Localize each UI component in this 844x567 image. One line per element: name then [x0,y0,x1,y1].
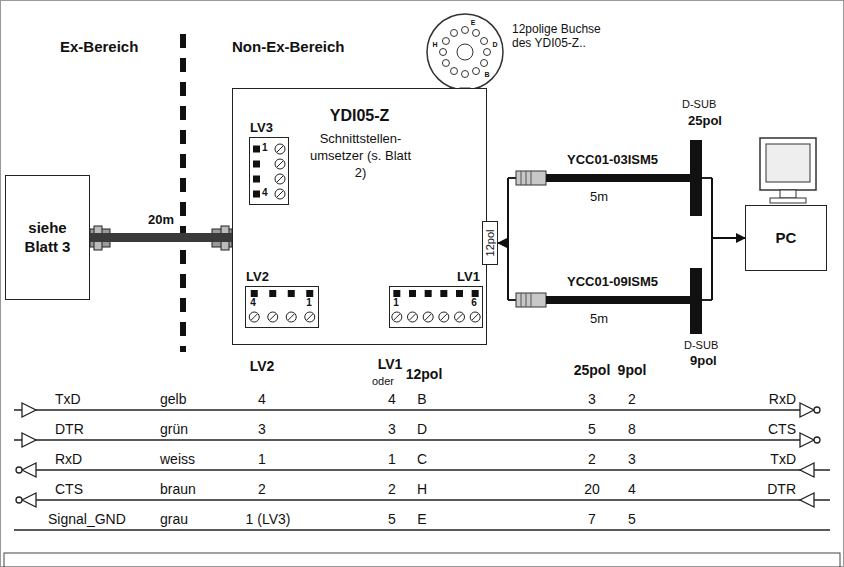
part-label: D-SUB [684,339,718,351]
table-cell: 20 [584,481,600,497]
part-label: 1 [262,142,268,153]
table-cell: B [417,391,426,407]
table-cell: 3 [388,421,396,437]
node-title: LV3 [250,120,273,135]
table-cell: E [417,511,426,527]
table-cell: 8 [628,421,636,437]
part-label: Non-Ex-Bereich [232,38,345,55]
part-label: Ex-Bereich [60,38,138,55]
part-label: E [471,19,476,26]
part-label: 1 [393,297,399,308]
part-label: 12polige Buchse des YDI05-Z.. [512,22,602,50]
cable-length: 20m [146,212,176,227]
cable-connection [498,178,745,300]
table-cell: 4 [388,391,396,407]
part-label: 6 [471,297,477,308]
part-label: YCC01-09ISM5 [567,274,658,289]
part-label: 25pol [574,362,611,378]
converter-box: YDI05-ZSchnittstellen- umsetzer (s. Blat… [232,88,487,345]
table-cell: Signal_GND [48,511,126,527]
part-label: D [492,41,497,48]
terminal-block: LV1 [389,286,483,328]
part-label: LV1 [378,356,403,372]
part-label: YCC01-03ISM5 [567,152,658,167]
table-cell: 3 [628,451,636,467]
table-cell: weiss [160,451,195,467]
table-cell: 1 (LV3) [246,511,291,527]
part-label: 4 [262,187,268,198]
table-cell: 2 [258,481,266,497]
table-cell: 4 [628,481,636,497]
terminal-screws [249,137,289,205]
part-label: LV2 [250,358,275,374]
table-cell: 2 [588,451,596,467]
table-cell: 2 [628,391,636,407]
table-cell: gelb [160,391,186,407]
table-cell: RxD [769,391,796,407]
table-cell: DTR [767,481,796,497]
table-cell: 3 [258,421,266,437]
part-label: 1 [306,297,312,308]
pc-box: PC [745,205,827,271]
part-label: 9pol [618,362,647,378]
table-cell: CTS [55,481,83,497]
table-cell: grün [160,421,188,437]
table-cell: 7 [588,511,596,527]
part-label: 12pol [406,366,443,382]
part-label: 5m [590,311,608,326]
terminal-block: LV3 [249,137,289,205]
table-cell: RxD [55,451,82,467]
table-cell: grau [160,511,188,527]
part-label: 25pol [688,113,722,128]
node-title: 12pol [484,230,496,257]
part-label: 4 [250,297,256,308]
table-cell: 5 [588,421,596,437]
table-cell: 4 [258,391,266,407]
table-cell: DTR [55,421,84,437]
table-cell: H [417,481,427,497]
table-cell: TxD [55,391,81,407]
table-cell: TxD [770,451,796,467]
table-cell: 2 [388,481,396,497]
part-label: B [484,71,489,78]
node-title: PC [776,229,797,248]
part-label: 9pol [690,353,717,368]
part-label: H [432,41,437,48]
terminal-screws [389,286,483,328]
node-text: Schnittstellen- umsetzer (s. Blatt 2) [303,131,418,182]
node-title: LV1 [457,269,480,284]
table-cell: 5 [628,511,636,527]
part-label: 5m [590,189,608,204]
field-device-box: siehe Blatt 3 [5,175,90,300]
table-cell: 5 [388,511,396,527]
node-title: LV2 [246,269,269,284]
connector-socket: 12pol [482,221,498,265]
table-cell: 1 [258,451,266,467]
table-cell: C [417,451,427,467]
table-cell: 3 [588,391,596,407]
node-title: siehe Blatt 3 [10,219,85,257]
part-label: D-SUB [682,98,716,110]
table-cell: D [417,421,427,437]
table-cell: 1 [388,451,396,467]
table-cell: braun [160,481,196,497]
cable [90,233,232,242]
part-label: oder [372,375,394,387]
table-cell: CTS [768,421,796,437]
